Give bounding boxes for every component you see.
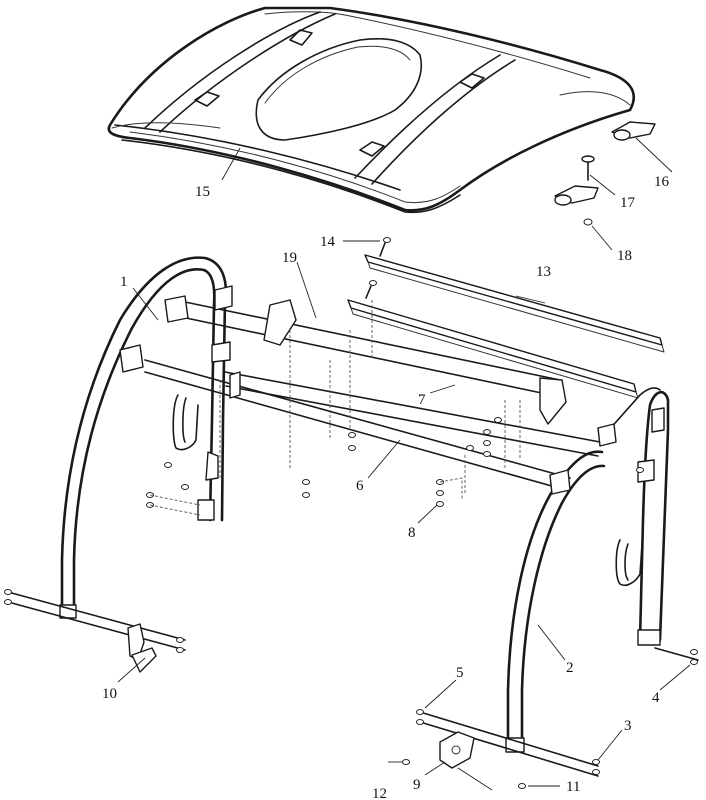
callout-3: 3 [624,718,632,734]
cross-tube-19 [184,299,567,425]
callout-16: 16 [654,174,670,190]
callout-13: 13 [536,264,551,280]
base-tube-right [416,647,699,777]
callout-8: 8 [408,525,416,541]
bracket-9 [402,731,526,789]
callout-9: 9 [413,777,421,793]
callout-7: 7 [418,392,426,408]
bolt-14b [365,280,377,299]
callout-1: 1 [120,274,128,290]
callout-19: 19 [282,250,297,266]
callout-11: 11 [566,779,580,795]
callouts: 1 2 3 4 5 6 7 8 9 10 11 12 13 14 15 16 1… [102,174,670,800]
base-tube-left [4,589,186,653]
bolt-set-8 [146,417,644,516]
leader-lines [117,137,691,791]
screw-17 [581,155,595,181]
strip-13-upper [364,254,665,353]
roll-bar-right [505,387,670,753]
bracket-16 [611,121,656,141]
callout-10: 10 [102,686,117,702]
bolt-14 [379,237,391,257]
callout-15: 15 [195,184,210,200]
callout-2: 2 [566,660,574,676]
callout-18: 18 [617,248,632,264]
cross-tube-6 [144,359,571,491]
callout-17: 17 [620,195,636,211]
strip-13-lower [347,299,639,399]
roof-panel [107,6,636,214]
bracket-17 [554,185,599,206]
callout-12: 12 [372,786,387,800]
nut-18 [583,218,593,226]
callout-4: 4 [652,690,660,706]
bracket-10 [127,623,157,673]
callout-6: 6 [356,478,364,494]
dashed-guides [219,300,521,495]
roll-bar-left [59,256,241,619]
callout-5: 5 [456,665,464,681]
cross-tube-7 [224,371,601,457]
callout-14: 14 [320,234,336,250]
